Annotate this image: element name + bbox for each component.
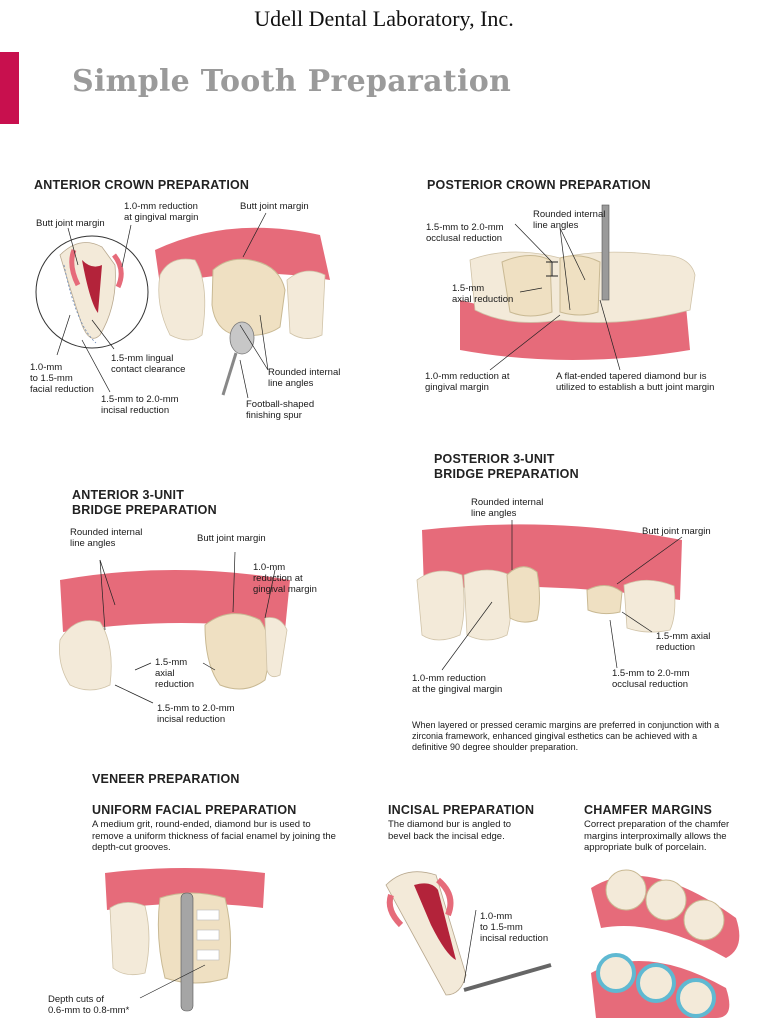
label-rounded-internal-bridge: Rounded internal line angles <box>70 527 143 549</box>
uniform-facial-heading: UNIFORM FACIAL PREPARATION <box>92 803 297 817</box>
label-occlusal-reduction: 1.5-mm to 2.0-mm occlusal reduction <box>426 222 504 244</box>
label-rounded-internal-posterior-bridge: Rounded internal line angles <box>471 497 544 519</box>
veneer-heading: VENEER PREPARATION <box>92 772 240 786</box>
label-incisal-reduction-bridge: 1.5-mm to 2.0-mm incisal reduction <box>157 703 235 725</box>
label-gingival-reduction-posterior: 1.0-mm reduction at gingival margin <box>425 371 510 393</box>
label-facial-reduction: 1.0-mm to 1.5-mm facial reduction <box>30 362 94 395</box>
posterior-crown-illustration <box>460 204 696 371</box>
label-rounded-internal-posterior: Rounded internal line angles <box>533 209 606 231</box>
label-flat-ended-bur: A flat-ended tapered diamond bur is util… <box>556 371 715 393</box>
label-axial-reduction-posterior-bridge: 1.5-mm axial reduction <box>656 631 711 653</box>
label-axial-reduction-bridge: 1.5-mm axial reduction <box>155 657 195 690</box>
anterior-crown-heading: ANTERIOR CROWN PREPARATION <box>34 178 250 192</box>
label-finishing-spur: Football-shaped finishing spur <box>246 399 315 421</box>
label-lingual-clearance: 1.5-mm lingual contact clearance <box>111 353 186 375</box>
posterior-bridge-illustration <box>416 520 683 671</box>
label-depth-cuts: Depth cuts of 0.6-mm to 0.8-mm* <box>48 994 130 1016</box>
lab-name: Udell Dental Laboratory, Inc. <box>254 6 514 31</box>
posterior-bridge-note: When layered or pressed ceramic margins … <box>412 720 720 752</box>
label-reduction-gingival: 1.0-mm reduction at gingival margin <box>124 201 199 223</box>
anterior-bridge-illustration <box>59 551 290 704</box>
accent-bar <box>0 52 19 124</box>
anterior-crown-illustration <box>35 212 330 399</box>
label-occlusal-reduction-posterior-bridge: 1.5-mm to 2.0-mm occlusal reduction <box>612 668 690 690</box>
label-butt-joint-right: Butt joint margin <box>240 201 309 212</box>
incisal-heading: INCISAL PREPARATION <box>388 803 535 817</box>
label-butt-joint-bridge: Butt joint margin <box>197 533 266 544</box>
label-gingival-reduction-bridge: 1.0-mm reduction at gingival margin <box>253 562 317 595</box>
label-butt-joint-left: Butt joint margin <box>36 218 105 229</box>
incisal-text: The diamond bur is angled to bevel back … <box>388 819 512 842</box>
uniform-facial-illustration <box>105 868 265 1012</box>
uniform-facial-text: A medium grit, round-ended, diamond bur … <box>92 819 336 853</box>
label-butt-joint-posterior-bridge: Butt joint margin <box>642 526 711 537</box>
label-incisal-reduction-veneer: 1.0-mm to 1.5-mm incisal reduction <box>480 911 549 944</box>
label-incisal-reduction: 1.5-mm to 2.0-mm incisal reduction <box>101 394 179 416</box>
label-axial-reduction: 1.5-mm axial reduction <box>452 283 514 305</box>
chamfer-illustration <box>591 869 740 1018</box>
chamfer-text: Correct preparation of the chamfer margi… <box>584 819 730 853</box>
label-gingival-reduction-posterior-bridge: 1.0-mm reduction at the gingival margin <box>412 673 503 695</box>
anterior-bridge-heading: ANTERIOR 3-UNIT BRIDGE PREPARATION <box>72 488 217 517</box>
posterior-bridge-heading: POSTERIOR 3-UNIT BRIDGE PREPARATION <box>434 452 579 481</box>
label-rounded-internal: Rounded internal line angles <box>268 367 341 389</box>
posterior-crown-heading: POSTERIOR CROWN PREPARATION <box>427 178 651 192</box>
chamfer-heading: CHAMFER MARGINS <box>584 803 712 817</box>
page-title: Simple Tooth Preparation <box>72 64 512 99</box>
incisal-illustration <box>385 871 552 996</box>
